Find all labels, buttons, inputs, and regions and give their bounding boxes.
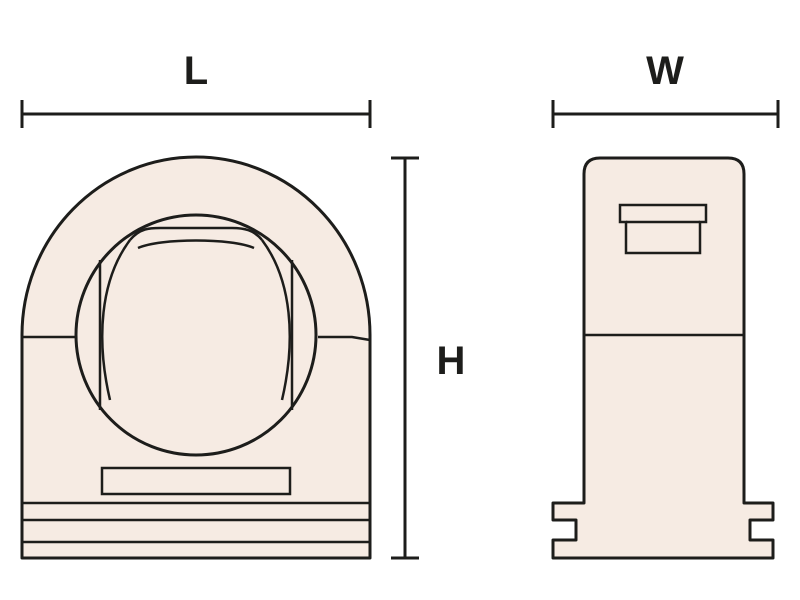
side-view <box>551 156 775 560</box>
inner-top-tab-inner <box>137 239 255 250</box>
front-seam-right <box>318 335 371 342</box>
width-label: W <box>646 49 684 93</box>
length-dimension: L <box>20 49 372 128</box>
height-dimension: H <box>391 156 466 560</box>
side-view-body <box>551 156 775 560</box>
inner-top-tab <box>129 226 263 241</box>
front-view <box>20 155 372 560</box>
mounting-slot <box>100 466 292 496</box>
length-label: L <box>184 49 208 93</box>
inner-jaw-right <box>260 239 291 401</box>
side-window <box>618 203 708 255</box>
height-label: H <box>437 339 466 383</box>
pipe-opening <box>74 213 318 457</box>
width-dimension: W <box>551 49 780 128</box>
inner-jaw-left <box>101 239 132 401</box>
